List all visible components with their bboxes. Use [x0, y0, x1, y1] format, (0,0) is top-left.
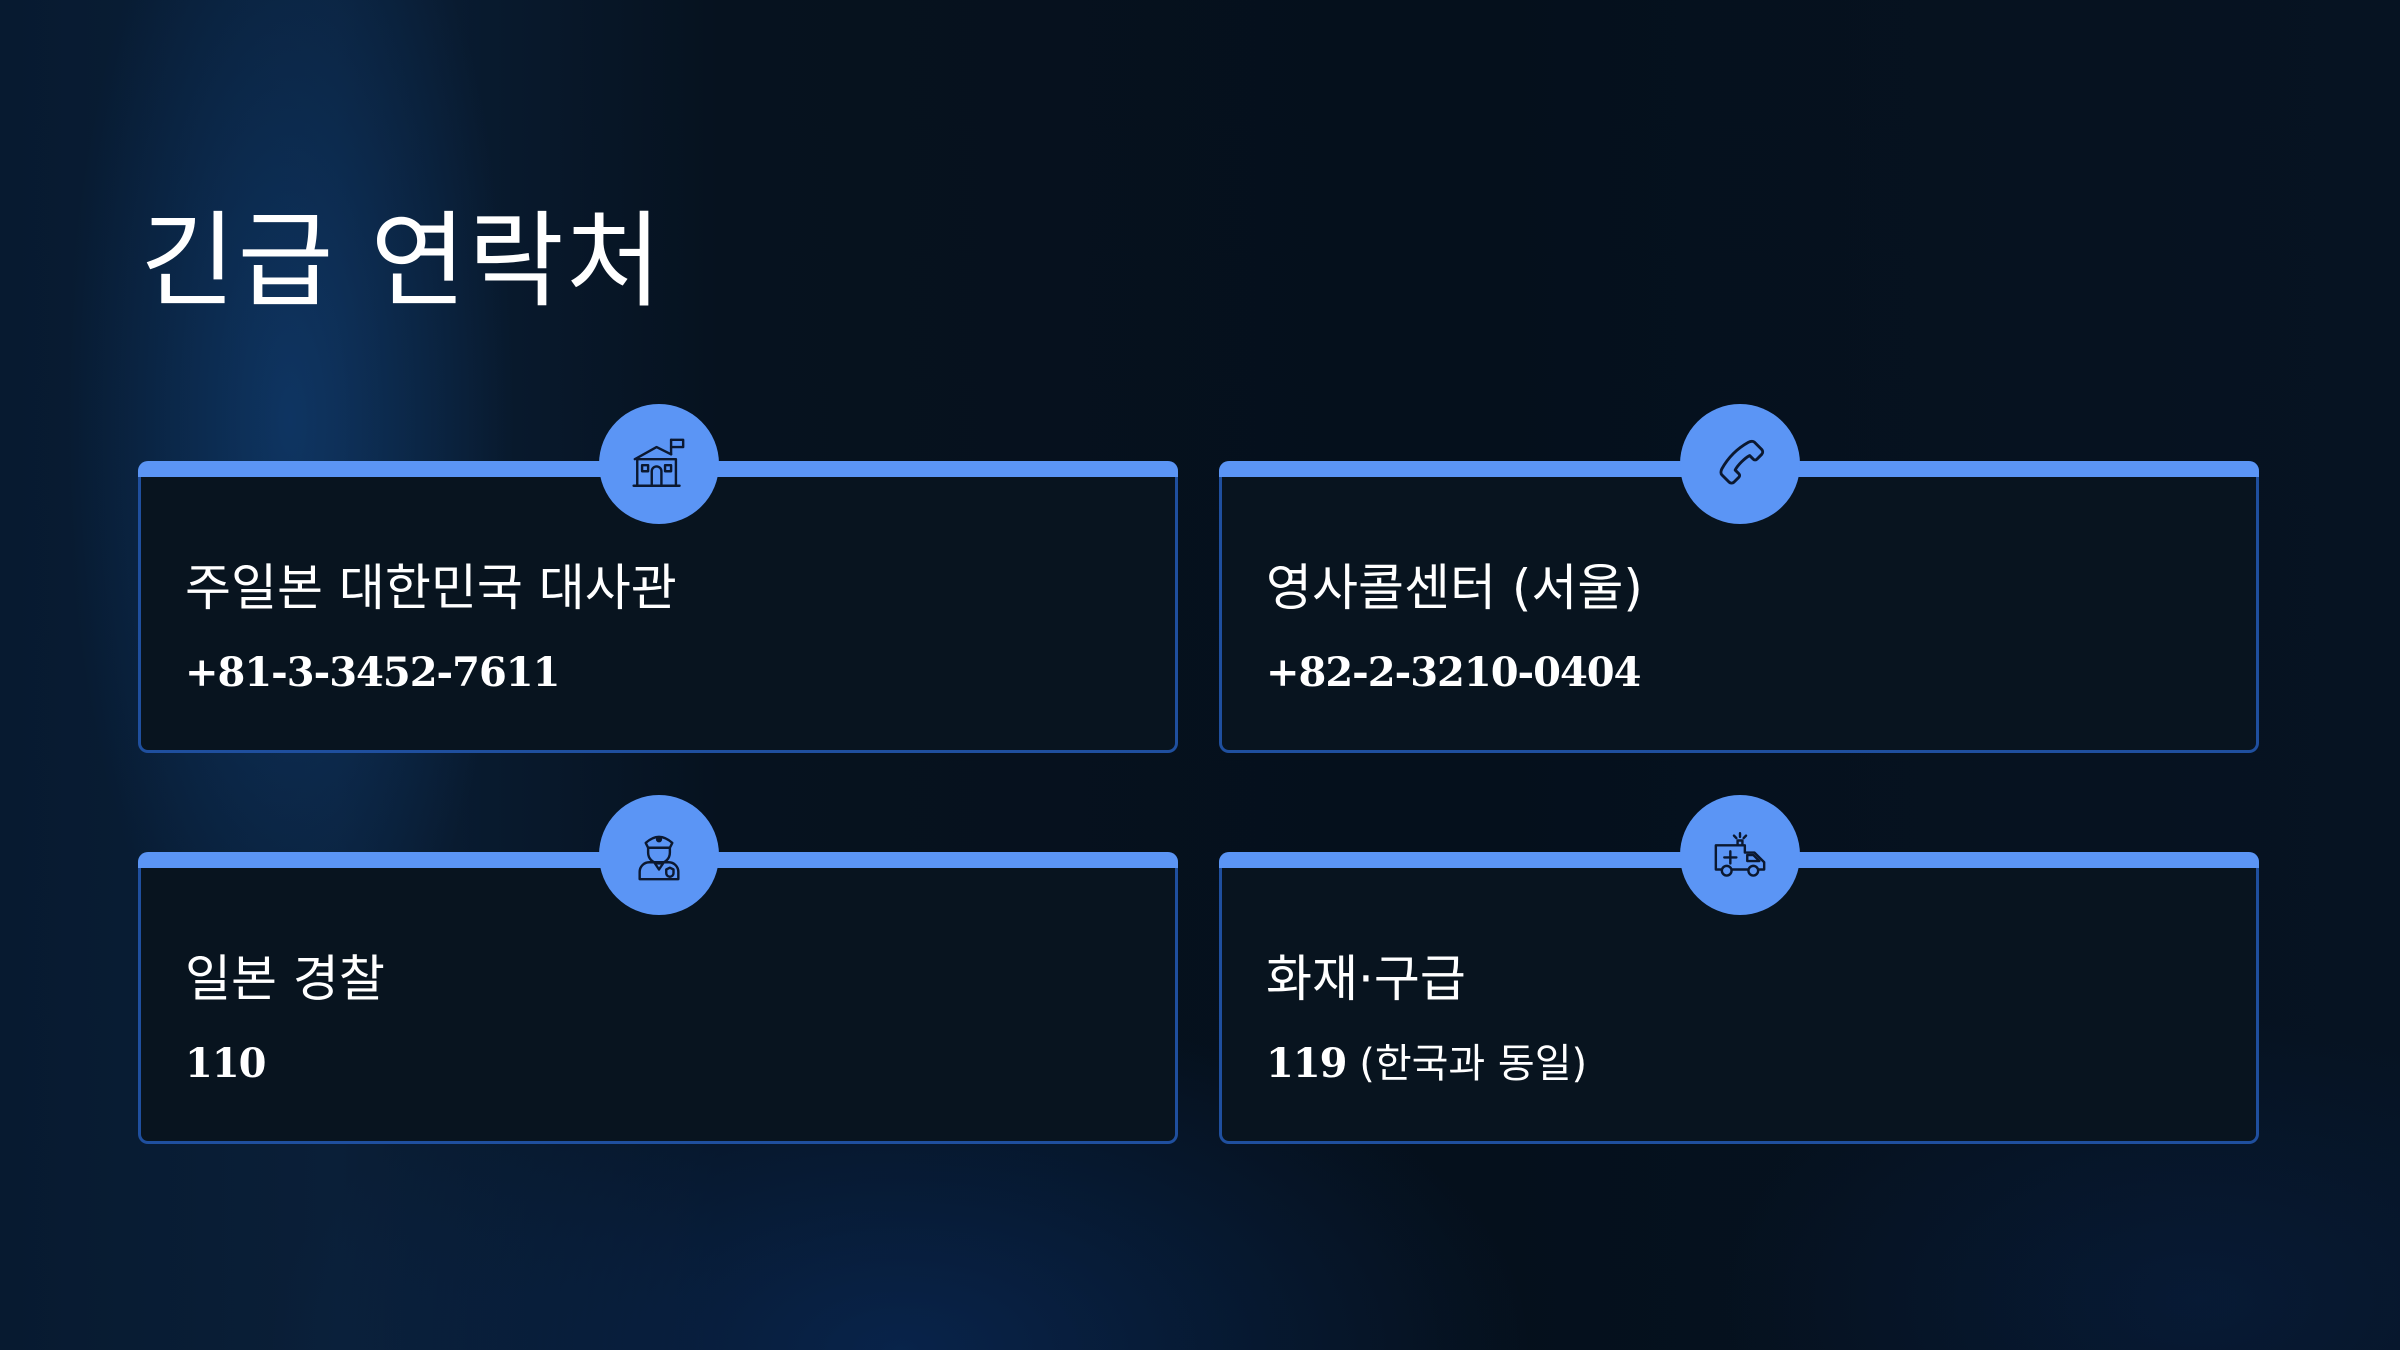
icon-badge — [1680, 795, 1800, 915]
contact-card-police: 일본 경찰 110 — [138, 795, 1178, 1144]
page-title: 긴급 연락처 — [140, 200, 664, 322]
contact-card-embassy: 주일본 대한민국 대사관 +81-3-3452-7611 — [138, 404, 1178, 753]
icon-badge — [599, 404, 719, 524]
phone-icon — [1719, 439, 1765, 485]
contact-name: 일본 경찰 — [185, 950, 385, 1008]
contact-name: 화재·구급 — [1266, 950, 1466, 1008]
contact-card-fire-ambulance: 화재·구급 119 (한국과 동일) — [1219, 795, 2259, 1144]
embassy-building-icon — [632, 438, 685, 487]
contact-name: 영사콜센터 (서울) — [1266, 559, 1643, 617]
contact-number: 110 — [185, 1038, 266, 1090]
contact-name: 주일본 대한민국 대사관 — [185, 559, 677, 617]
contact-number: 119 (한국과 동일) — [1266, 1038, 1587, 1090]
contact-number: +81-3-3452-7611 — [185, 647, 560, 699]
contact-number-value: 119 — [1266, 1040, 1347, 1087]
ambulance-icon — [1714, 832, 1766, 877]
contact-card-consular-call-center: 영사콜센터 (서울) +82-2-3210-0404 — [1219, 404, 2259, 753]
icon-badge — [1680, 404, 1800, 524]
contact-number-value: +81-3-3452-7611 — [185, 649, 560, 696]
police-officer-icon — [638, 835, 680, 881]
contact-number-value: 110 — [185, 1040, 266, 1087]
contact-number: +82-2-3210-0404 — [1266, 647, 1641, 699]
contact-note: (한국과 동일) — [1346, 1041, 1588, 1087]
contact-number-value: +82-2-3210-0404 — [1266, 649, 1641, 696]
icon-badge — [599, 795, 719, 915]
